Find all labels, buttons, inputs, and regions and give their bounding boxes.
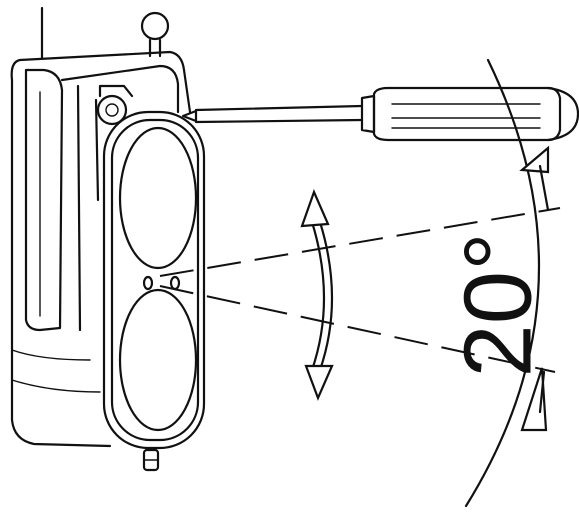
lamp-frame xyxy=(102,110,206,450)
angle-lines xyxy=(159,207,561,373)
upper-lens xyxy=(118,126,198,270)
lower-lens xyxy=(118,288,198,432)
light-housing xyxy=(10,6,206,472)
adjust-hole-left xyxy=(142,275,154,291)
angle-label: 20° xyxy=(444,232,551,377)
pivot-bolt xyxy=(96,84,134,126)
housing-outline xyxy=(10,50,192,448)
screwdriver-handle xyxy=(372,86,562,142)
screwdriver xyxy=(181,86,579,142)
screwdriver-tip xyxy=(181,109,198,123)
arrow-up-head xyxy=(300,189,330,228)
arrow-down-head xyxy=(304,364,334,401)
lower-beam-line xyxy=(159,285,556,373)
arc-arrow-bottom xyxy=(520,367,548,432)
arc-arrow-top xyxy=(519,145,550,174)
angle-arc xyxy=(464,58,550,508)
adjustment-arrow xyxy=(300,189,334,401)
upper-beam-line xyxy=(159,207,561,277)
top-knob xyxy=(140,11,170,58)
bottom-clip xyxy=(142,448,160,472)
arc-curve xyxy=(464,58,540,508)
adjust-hole-right xyxy=(169,275,181,291)
side-panel xyxy=(24,68,64,332)
